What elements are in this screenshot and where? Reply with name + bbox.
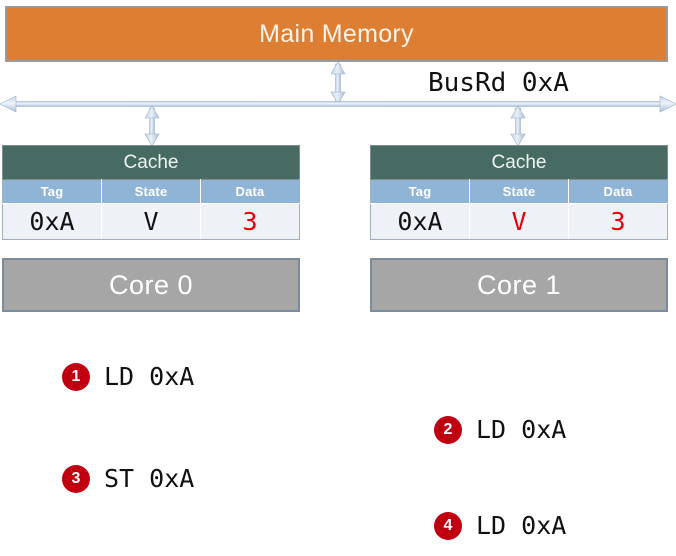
cache-table-header-row: Tag State Data (370, 179, 668, 204)
main-memory-block: Main Memory (5, 6, 668, 62)
cache-data-value: 3 (568, 203, 668, 240)
cache-block-0: Cache Tag State Data 0xA V 3 (2, 145, 300, 240)
step-text-2: LD 0xA (476, 415, 567, 444)
step-4: 4 LD 0xA (434, 511, 566, 540)
bus-line (0, 95, 676, 113)
column-header-data: Data (568, 179, 668, 204)
step-badge-3: 3 (62, 464, 90, 493)
cache-tag-value: 0xA (2, 203, 102, 240)
main-memory-label: Main Memory (259, 19, 414, 48)
column-header-data: Data (200, 179, 300, 204)
column-header-tag: Tag (2, 179, 102, 204)
core-block-1: Core 1 (370, 258, 668, 312)
step-2: 2 LD 0xA (434, 415, 566, 444)
cache-table-0: Tag State Data 0xA V 3 (2, 179, 300, 240)
step-text-4: LD 0xA (476, 511, 567, 540)
cache-table-1: Tag State Data 0xA V 3 (370, 179, 668, 240)
column-header-tag: Tag (370, 179, 470, 204)
column-header-state: State (101, 179, 201, 204)
column-header-state: State (469, 179, 569, 204)
step-badge-2: 2 (434, 415, 462, 444)
bus-diagram (0, 62, 676, 146)
core-label-0: Core 0 (108, 269, 194, 300)
cache-block-1: Cache Tag State Data 0xA V 3 (370, 145, 668, 240)
step-badge-4: 4 (434, 511, 462, 540)
table-row: 0xA V 3 (370, 203, 668, 240)
bus-transaction-label: BusRd 0xA (428, 68, 569, 98)
core-label-1: Core 1 (476, 269, 562, 300)
cache-title-1: Cache (370, 145, 668, 179)
step-text-3: ST 0xA (104, 464, 195, 493)
cache-title-0: Cache (2, 145, 300, 179)
step-text-1: LD 0xA (104, 362, 195, 391)
memory-to-bus-arrow (330, 62, 346, 105)
step-badge-1: 1 (62, 362, 90, 391)
step-1: 1 LD 0xA (62, 362, 194, 391)
cache-state-value: V (101, 203, 201, 240)
core-block-0: Core 0 (2, 258, 300, 312)
cache-tag-value: 0xA (370, 203, 470, 240)
step-3: 3 ST 0xA (62, 464, 194, 493)
cache-state-value: V (469, 203, 569, 240)
bus-to-cache1-arrow (510, 105, 526, 146)
cache-table-header-row: Tag State Data (2, 179, 300, 204)
table-row: 0xA V 3 (2, 203, 300, 240)
bus-to-cache0-arrow (144, 105, 160, 146)
cache-data-value: 3 (200, 203, 300, 240)
